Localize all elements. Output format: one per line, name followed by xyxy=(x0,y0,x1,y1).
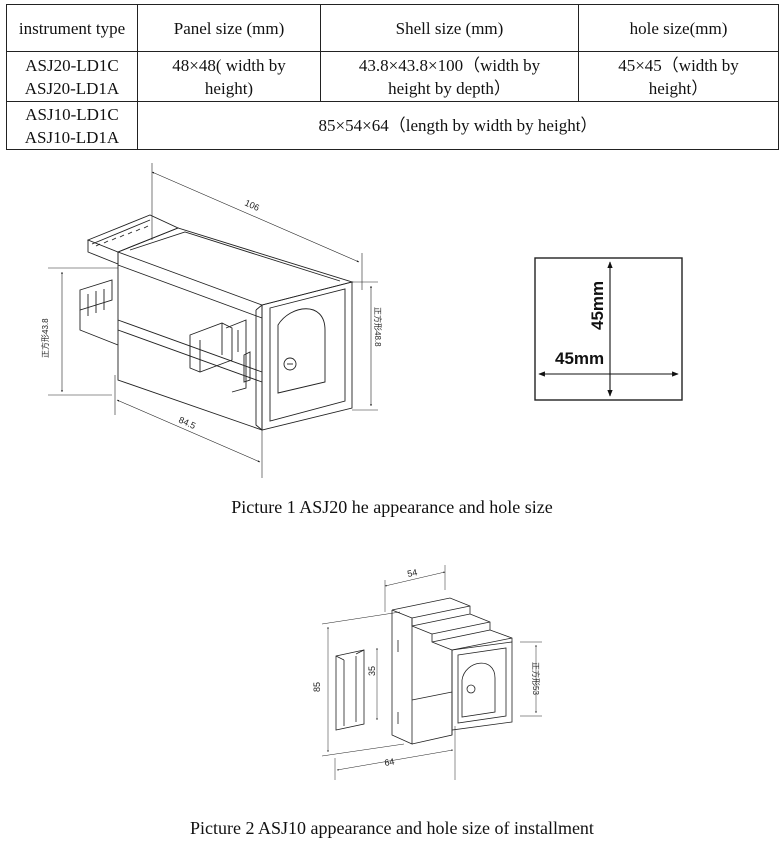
dim-rail-label: 35 xyxy=(367,666,377,676)
cell-hole-size: 45×45（width by height） xyxy=(578,51,779,102)
model-line: ASJ10-LD1A xyxy=(24,127,120,147)
model-line: ASJ20-LD1C xyxy=(25,55,119,75)
asj10-dimension-labels: 54 35 85 64 正方形53 xyxy=(312,567,541,768)
dim-depth-label: 84.5 xyxy=(177,415,197,431)
shell-line: 43.8×43.8×100（width by xyxy=(358,55,541,75)
model-line: ASJ20-LD1A xyxy=(24,78,120,98)
shell-line: height by depth） xyxy=(388,78,511,98)
caption-picture-2: Picture 2 ASJ10 appearance and hole size… xyxy=(190,818,594,838)
caption-picture-1: Picture 1 ASJ20 he appearance and hole s… xyxy=(231,497,553,517)
cell-merged-size: 85×54×64（length by width by height） xyxy=(137,101,779,150)
spec-table: instrument type Panel size (mm) Shell si… xyxy=(6,4,779,150)
hole-line: height） xyxy=(648,78,709,98)
cell-model: ASJ10-LD1C ASJ10-LD1A xyxy=(6,101,138,150)
dim-top-label: 54 xyxy=(406,567,418,579)
asj20-isometric-drawing xyxy=(48,163,378,478)
panel-line: height) xyxy=(204,78,254,98)
header-panel-size: Panel size (mm) xyxy=(137,4,321,52)
cell-panel-size: 48×48( width by height) xyxy=(137,51,321,102)
dim-right-label: 正方形48.8 xyxy=(373,307,383,347)
asj20-hole-cutout-drawing: 45mm 45mm xyxy=(534,257,683,401)
header-hole-size: hole size(mm) xyxy=(578,4,779,52)
table-row: ASJ10-LD1C ASJ10-LD1A 85×54×64（length by… xyxy=(6,101,779,150)
dim-right-label: 正方形53 xyxy=(531,662,541,695)
table-row: ASJ20-LD1C ASJ20-LD1A 48×48( width by he… xyxy=(6,51,779,102)
header-instrument-type: instrument type xyxy=(6,4,138,52)
dim-bottom-label: 64 xyxy=(384,756,396,768)
dim-length-label: 106 xyxy=(243,198,261,213)
asj10-isometric-drawing xyxy=(321,565,542,780)
cell-shell-size: 43.8×43.8×100（width by height by depth） xyxy=(320,51,579,102)
hole-line: 45×45（width by xyxy=(618,55,739,75)
hole-height-label: 45mm xyxy=(588,281,607,330)
hole-width-label: 45mm xyxy=(555,349,604,368)
panel-line: 48×48( width by xyxy=(172,55,286,75)
asj20-dimension-labels: 106 84.5 正方形43.8 正方形48.8 xyxy=(40,198,383,431)
dim-left-label: 正方形43.8 xyxy=(40,318,50,358)
table-header-row: instrument type Panel size (mm) Shell si… xyxy=(6,4,779,52)
model-line: ASJ10-LD1C xyxy=(25,104,119,124)
dim-height-label: 85 xyxy=(312,682,322,692)
